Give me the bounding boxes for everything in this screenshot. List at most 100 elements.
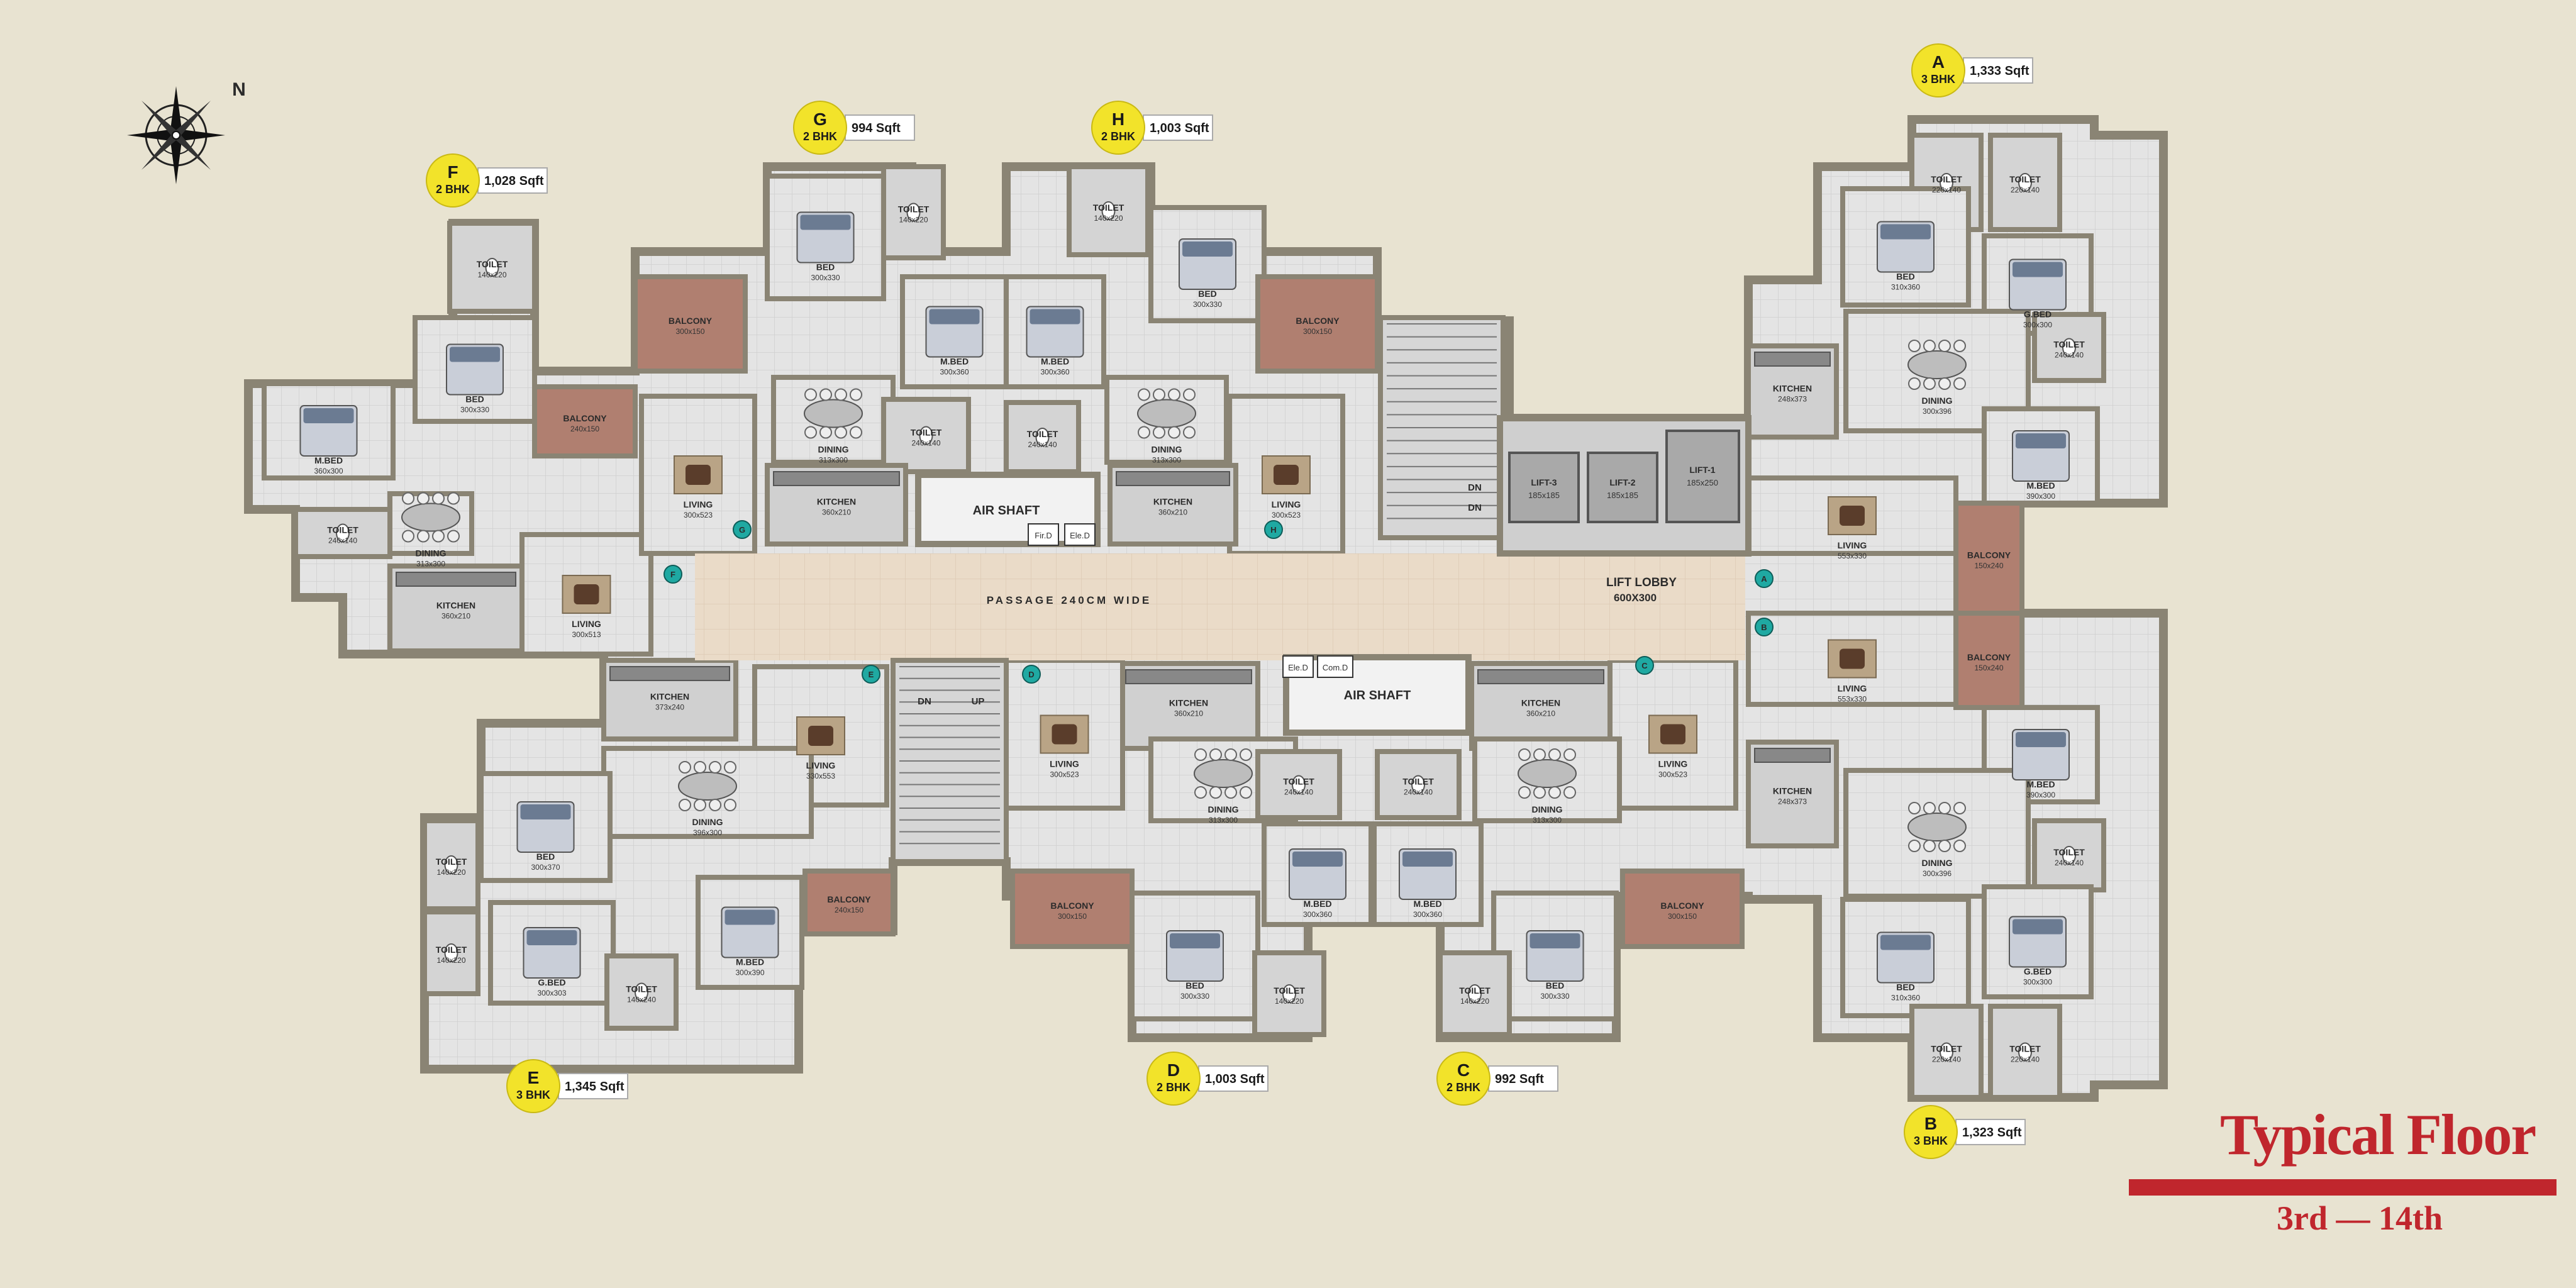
room-dim-dining-56: 313x300 bbox=[1209, 816, 1238, 824]
elec-duct-upper-label: Ele.D bbox=[1070, 531, 1090, 540]
room-m-bed-31 bbox=[1982, 406, 2100, 506]
bed-pillow bbox=[1880, 935, 1931, 950]
room-dim-living-22: 300x523 bbox=[1272, 511, 1301, 519]
room-dim-living-32: 553x330 bbox=[1838, 552, 1867, 560]
bed-pillow bbox=[1030, 309, 1080, 325]
dining-chair bbox=[1923, 802, 1936, 814]
unit-circle bbox=[1904, 1105, 1958, 1159]
room-name-toilet-10: TOILET bbox=[898, 204, 930, 214]
lifts: LIFT-3 185x185 LIFT-2 185x185 LIFT-1 185… bbox=[1497, 415, 1752, 557]
room-dim-bed-68: 300x330 bbox=[1540, 992, 1569, 1001]
room-toilet-48 bbox=[422, 818, 480, 911]
entrance-marker-label: D bbox=[1028, 670, 1034, 679]
dining-chair bbox=[1224, 786, 1237, 799]
dining-chair bbox=[1953, 377, 1966, 390]
room-name-toilet-28: TOILET bbox=[2053, 340, 2085, 350]
kitchen-counter bbox=[1477, 669, 1604, 684]
room-name-toilet-19: TOILET bbox=[1027, 429, 1058, 439]
dining-chair bbox=[402, 492, 414, 505]
unit-letter-h: H bbox=[1112, 109, 1124, 129]
stair-upper-dn: DN bbox=[1468, 482, 1482, 493]
room-dim-toilet-4: 240x140 bbox=[328, 536, 357, 545]
unit-letter-e: E bbox=[528, 1068, 540, 1087]
unit-area-box bbox=[1488, 1065, 1558, 1092]
wc-fixture bbox=[1411, 775, 1425, 794]
room-dim-living-45: 330x553 bbox=[806, 772, 835, 780]
bed-pillow bbox=[1880, 224, 1931, 240]
dining-chair bbox=[835, 388, 847, 401]
room-name-toilet-25: TOILET bbox=[2009, 174, 2041, 184]
dining-chair bbox=[1908, 377, 1921, 390]
room-dim-dining-38: 300x396 bbox=[1923, 869, 1951, 878]
entrance-marker-a bbox=[1755, 569, 1774, 588]
unit-circle bbox=[426, 153, 480, 208]
dining-chair bbox=[1923, 340, 1936, 352]
unit-area-f: 1,028 Sqft bbox=[484, 174, 544, 188]
unit-area-d: 1,003 Sqft bbox=[1205, 1072, 1265, 1086]
fire-duct-label: Fir.D bbox=[1035, 531, 1052, 540]
unit-letter-b: B bbox=[1924, 1114, 1937, 1133]
coffee-table bbox=[808, 726, 833, 746]
stair-upper-dn2: DN bbox=[1468, 502, 1482, 513]
dining-chair bbox=[1138, 388, 1150, 401]
room-name-balcony-65: BALCONY bbox=[1660, 901, 1704, 911]
dining-chair bbox=[447, 530, 460, 543]
entrance-marker-label: C bbox=[1641, 661, 1648, 670]
wc-fixture bbox=[1035, 428, 1050, 447]
room-dim-kitchen-15: 360x210 bbox=[822, 508, 851, 517]
dining-chair bbox=[850, 426, 862, 439]
bed-pillow bbox=[800, 214, 851, 230]
dining-table bbox=[804, 399, 863, 428]
dining-chair bbox=[1168, 388, 1180, 401]
room-dim-toilet-43: 220x140 bbox=[2011, 1055, 2040, 1064]
unit-area-box bbox=[1955, 1119, 2026, 1145]
wc-fixture bbox=[2062, 846, 2076, 865]
core: PASSAGE 240CM WIDE LIFT LOBBY 600X300 AI… bbox=[695, 315, 1752, 864]
kitchen-counter bbox=[773, 471, 900, 486]
kitchen-counter bbox=[1125, 669, 1252, 684]
room-name-living-14: LIVING bbox=[684, 499, 713, 509]
dining-chair bbox=[1533, 786, 1546, 799]
room-labels: TOILET140x220BED300x330M.BED360x300BALCO… bbox=[314, 174, 2085, 1064]
room-name-toilet-58: TOILET bbox=[1283, 777, 1314, 787]
dining-chair bbox=[1908, 802, 1921, 814]
bed-pillow bbox=[450, 347, 500, 362]
unit-area-box bbox=[558, 1073, 628, 1099]
unit-letter-c: C bbox=[1457, 1060, 1470, 1080]
dining-chair bbox=[1138, 426, 1150, 439]
room-toilet-69 bbox=[1438, 950, 1512, 1037]
room-name-kitchen-54: KITCHEN bbox=[1169, 698, 1208, 708]
kitchen-counter bbox=[609, 666, 730, 681]
dining-table bbox=[1907, 350, 1967, 379]
room-balcony-65 bbox=[1620, 869, 1745, 949]
dining-chair bbox=[1224, 748, 1237, 761]
room-name-bed-9: BED bbox=[816, 262, 835, 272]
room-dim-balcony-3: 240x150 bbox=[570, 425, 599, 433]
room-name-m-bed-36: M.BED bbox=[2026, 779, 2055, 789]
room-name-dining-20: DINING bbox=[1152, 445, 1182, 455]
dining-chair bbox=[1240, 786, 1252, 799]
compass-icon bbox=[127, 86, 225, 184]
room-dim-toilet-28: 240x140 bbox=[2055, 351, 2084, 360]
room-dim-living-63: 300x523 bbox=[1658, 770, 1687, 779]
dining-table bbox=[1137, 399, 1196, 428]
floor-title-block: Typical Floor 3rd — 14th bbox=[2129, 1102, 2557, 1237]
room-dim-kitchen-54: 360x210 bbox=[1174, 709, 1203, 718]
room-dim-m-bed-11: 300x360 bbox=[940, 368, 969, 377]
entrance-marker-f bbox=[663, 565, 682, 584]
dining-chair bbox=[724, 799, 736, 811]
bed-pillow bbox=[1182, 242, 1233, 257]
room-dim-kitchen-30: 248x373 bbox=[1778, 395, 1807, 404]
dining-chair bbox=[679, 799, 691, 811]
dining-chair bbox=[694, 799, 706, 811]
dining-chair bbox=[402, 530, 414, 543]
entrance-marker-label: H bbox=[1270, 525, 1276, 535]
stair-upper: DN DN bbox=[1378, 315, 1506, 540]
room-dim-dining-46: 396x300 bbox=[693, 828, 722, 837]
room-dim-balcony-35: 150x240 bbox=[1974, 663, 2003, 672]
room-name-g-bed-41: G.BED bbox=[2024, 967, 2051, 977]
